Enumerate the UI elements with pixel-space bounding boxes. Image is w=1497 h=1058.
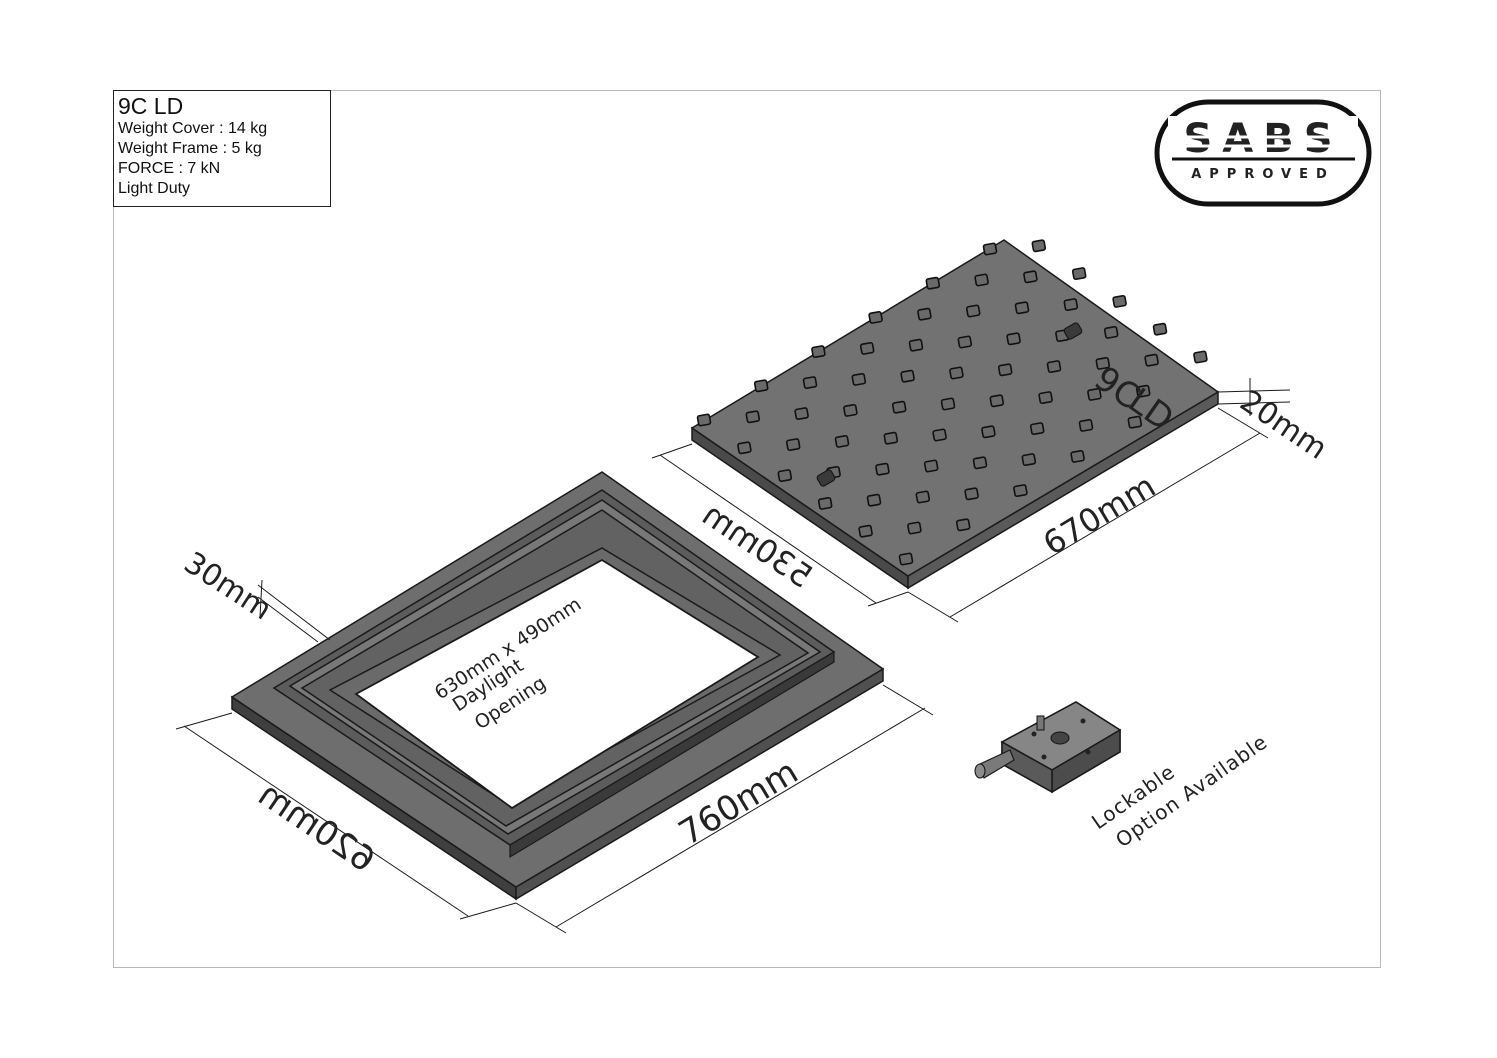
- cover-stud: [785, 438, 801, 452]
- approved-logo-text: APPROVED: [1191, 167, 1335, 182]
- manhole-frame: 630mm x 490mm Daylight Opening: [230, 471, 885, 901]
- cover-stud: [891, 400, 907, 414]
- cover-stud: [802, 376, 818, 390]
- lock-pin: [1036, 715, 1045, 731]
- manhole-cover: 9C LD: [690, 239, 1220, 590]
- cover-stud: [1152, 322, 1168, 336]
- cover-stud: [907, 521, 922, 535]
- duty-class: Light Duty: [118, 180, 191, 197]
- cover-stud: [1135, 384, 1151, 398]
- cover-stud: [1127, 415, 1143, 429]
- cover-stud: [1063, 298, 1079, 312]
- cover-stud: [908, 338, 924, 352]
- cover-stud: [1046, 360, 1062, 374]
- sabs-approved-logo: SABS APPROVED: [1154, 99, 1372, 207]
- cover-stud: [1038, 391, 1053, 405]
- product-code: 9C LD: [118, 93, 184, 119]
- cover-stud: [932, 428, 947, 442]
- cover-stud: [834, 434, 850, 448]
- cover-stud: [923, 459, 939, 473]
- cover-stud: [949, 366, 964, 380]
- frame-weight: Weight Frame : 5 kg: [118, 140, 262, 157]
- cover-stud: [1006, 332, 1021, 346]
- cover-stud: [957, 335, 973, 349]
- cover-stud: [753, 379, 769, 393]
- cover-stud: [794, 407, 809, 421]
- cover-stud: [955, 518, 971, 532]
- cover-stud: [925, 276, 941, 290]
- cover-stud: [1021, 453, 1037, 467]
- frame-depth-dimension: 30mm: [178, 545, 278, 627]
- spec-box: 9C LD Weight Cover : 14 kg Weight Frame …: [113, 90, 331, 207]
- cover-stud: [745, 410, 761, 424]
- cover-stud: [1029, 422, 1045, 436]
- cover-stud: [915, 490, 931, 504]
- cover-stud: [875, 462, 890, 476]
- cover-stud: [964, 487, 979, 501]
- cover-stud: [974, 273, 989, 287]
- cover-studs: [696, 239, 1208, 566]
- cover-stud: [965, 304, 981, 318]
- cover-stud: [811, 345, 826, 359]
- cover-stud: [1031, 239, 1047, 253]
- cover-stud: [883, 431, 899, 445]
- cover-stud: [989, 394, 1005, 408]
- lock-keyhole: [1050, 731, 1070, 745]
- page-border: [113, 90, 1381, 968]
- cover-stud: [900, 369, 915, 383]
- force-rating: FORCE : 7 kN: [118, 160, 221, 177]
- cover-stud: [1023, 270, 1038, 284]
- sabs-logo-text: SABS: [1183, 116, 1342, 162]
- cover-stud: [972, 456, 988, 470]
- lifting-recess: [1063, 322, 1083, 340]
- cover-stud: [1103, 325, 1119, 339]
- cover-stud: [982, 242, 998, 256]
- lock-mechanism: [974, 701, 1122, 794]
- frame-dimensions: [175, 579, 934, 934]
- lifting-recess: [816, 469, 836, 487]
- cover-weight: Weight Cover : 14 kg: [118, 120, 268, 137]
- cover-stud: [1078, 418, 1094, 432]
- cover-stud: [917, 307, 932, 321]
- cover-stud: [696, 413, 712, 427]
- cover-stud: [1070, 449, 1085, 463]
- cover-stud: [859, 341, 875, 355]
- cover-stud: [1071, 267, 1087, 281]
- cover-stud: [898, 552, 914, 566]
- daylight-opening: [354, 558, 760, 810]
- cover-stud: [843, 403, 858, 417]
- cover-stud: [1112, 294, 1127, 308]
- cover-thickness-dimension: 20mm: [1234, 384, 1334, 467]
- cover-stud: [1193, 350, 1208, 364]
- cover-stud: [1087, 387, 1102, 401]
- cover-stud: [866, 493, 882, 507]
- cover-stud: [851, 372, 867, 386]
- cover-dimensions: [651, 378, 1291, 623]
- cover-stud: [997, 363, 1013, 377]
- cover-stud: [1014, 301, 1030, 315]
- cover-stud: [868, 310, 883, 324]
- cover-stud: [777, 469, 793, 483]
- cover-stud: [1095, 356, 1111, 370]
- cover-stud: [737, 441, 752, 455]
- cover-stud: [981, 425, 996, 439]
- cover-stud: [940, 397, 956, 411]
- cover-stud: [858, 524, 873, 538]
- cover-stud: [817, 496, 833, 510]
- cover-stud: [1013, 484, 1028, 498]
- cover-stud: [1144, 353, 1159, 367]
